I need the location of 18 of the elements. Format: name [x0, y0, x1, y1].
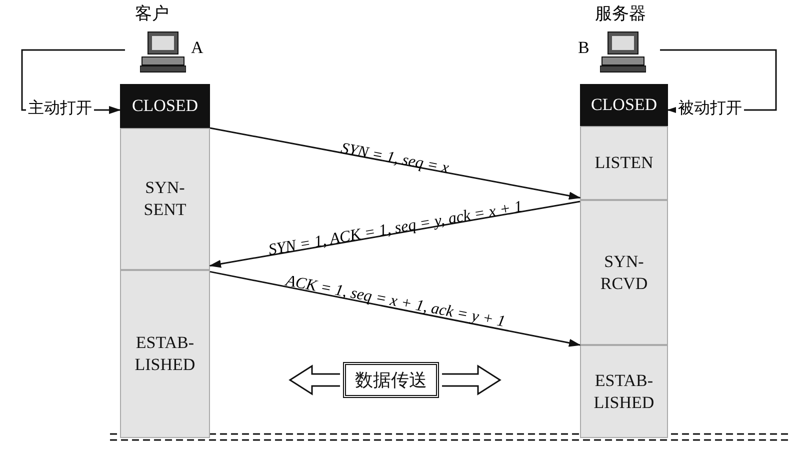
edge-label: SYN = 1, ACK = 1, seq = y, ack = x + 1	[266, 198, 524, 260]
edge-label: ACK = 1, seq = x + 1, ack = y + 1	[284, 272, 506, 332]
data-transfer-box: 数据传送	[343, 362, 439, 398]
host-label: 客户	[135, 3, 169, 25]
state-box: ESTAB- LISHED	[120, 270, 210, 438]
arrow	[209, 200, 580, 268]
state-box: SYN- SENT	[120, 128, 210, 270]
state-box: CLOSED	[580, 84, 668, 126]
state-box: LISTEN	[580, 126, 668, 200]
arrow	[210, 127, 581, 200]
host-letter: A	[191, 38, 204, 58]
arrow	[210, 270, 581, 347]
edge-label: SYN = 1, seq = x	[339, 140, 450, 178]
state-box: ESTAB- LISHED	[580, 345, 668, 438]
state-box: CLOSED	[120, 84, 210, 128]
state-box: SYN- RCVD	[580, 200, 668, 345]
host-letter: B	[578, 38, 590, 58]
host-label: 服务器	[595, 3, 646, 25]
